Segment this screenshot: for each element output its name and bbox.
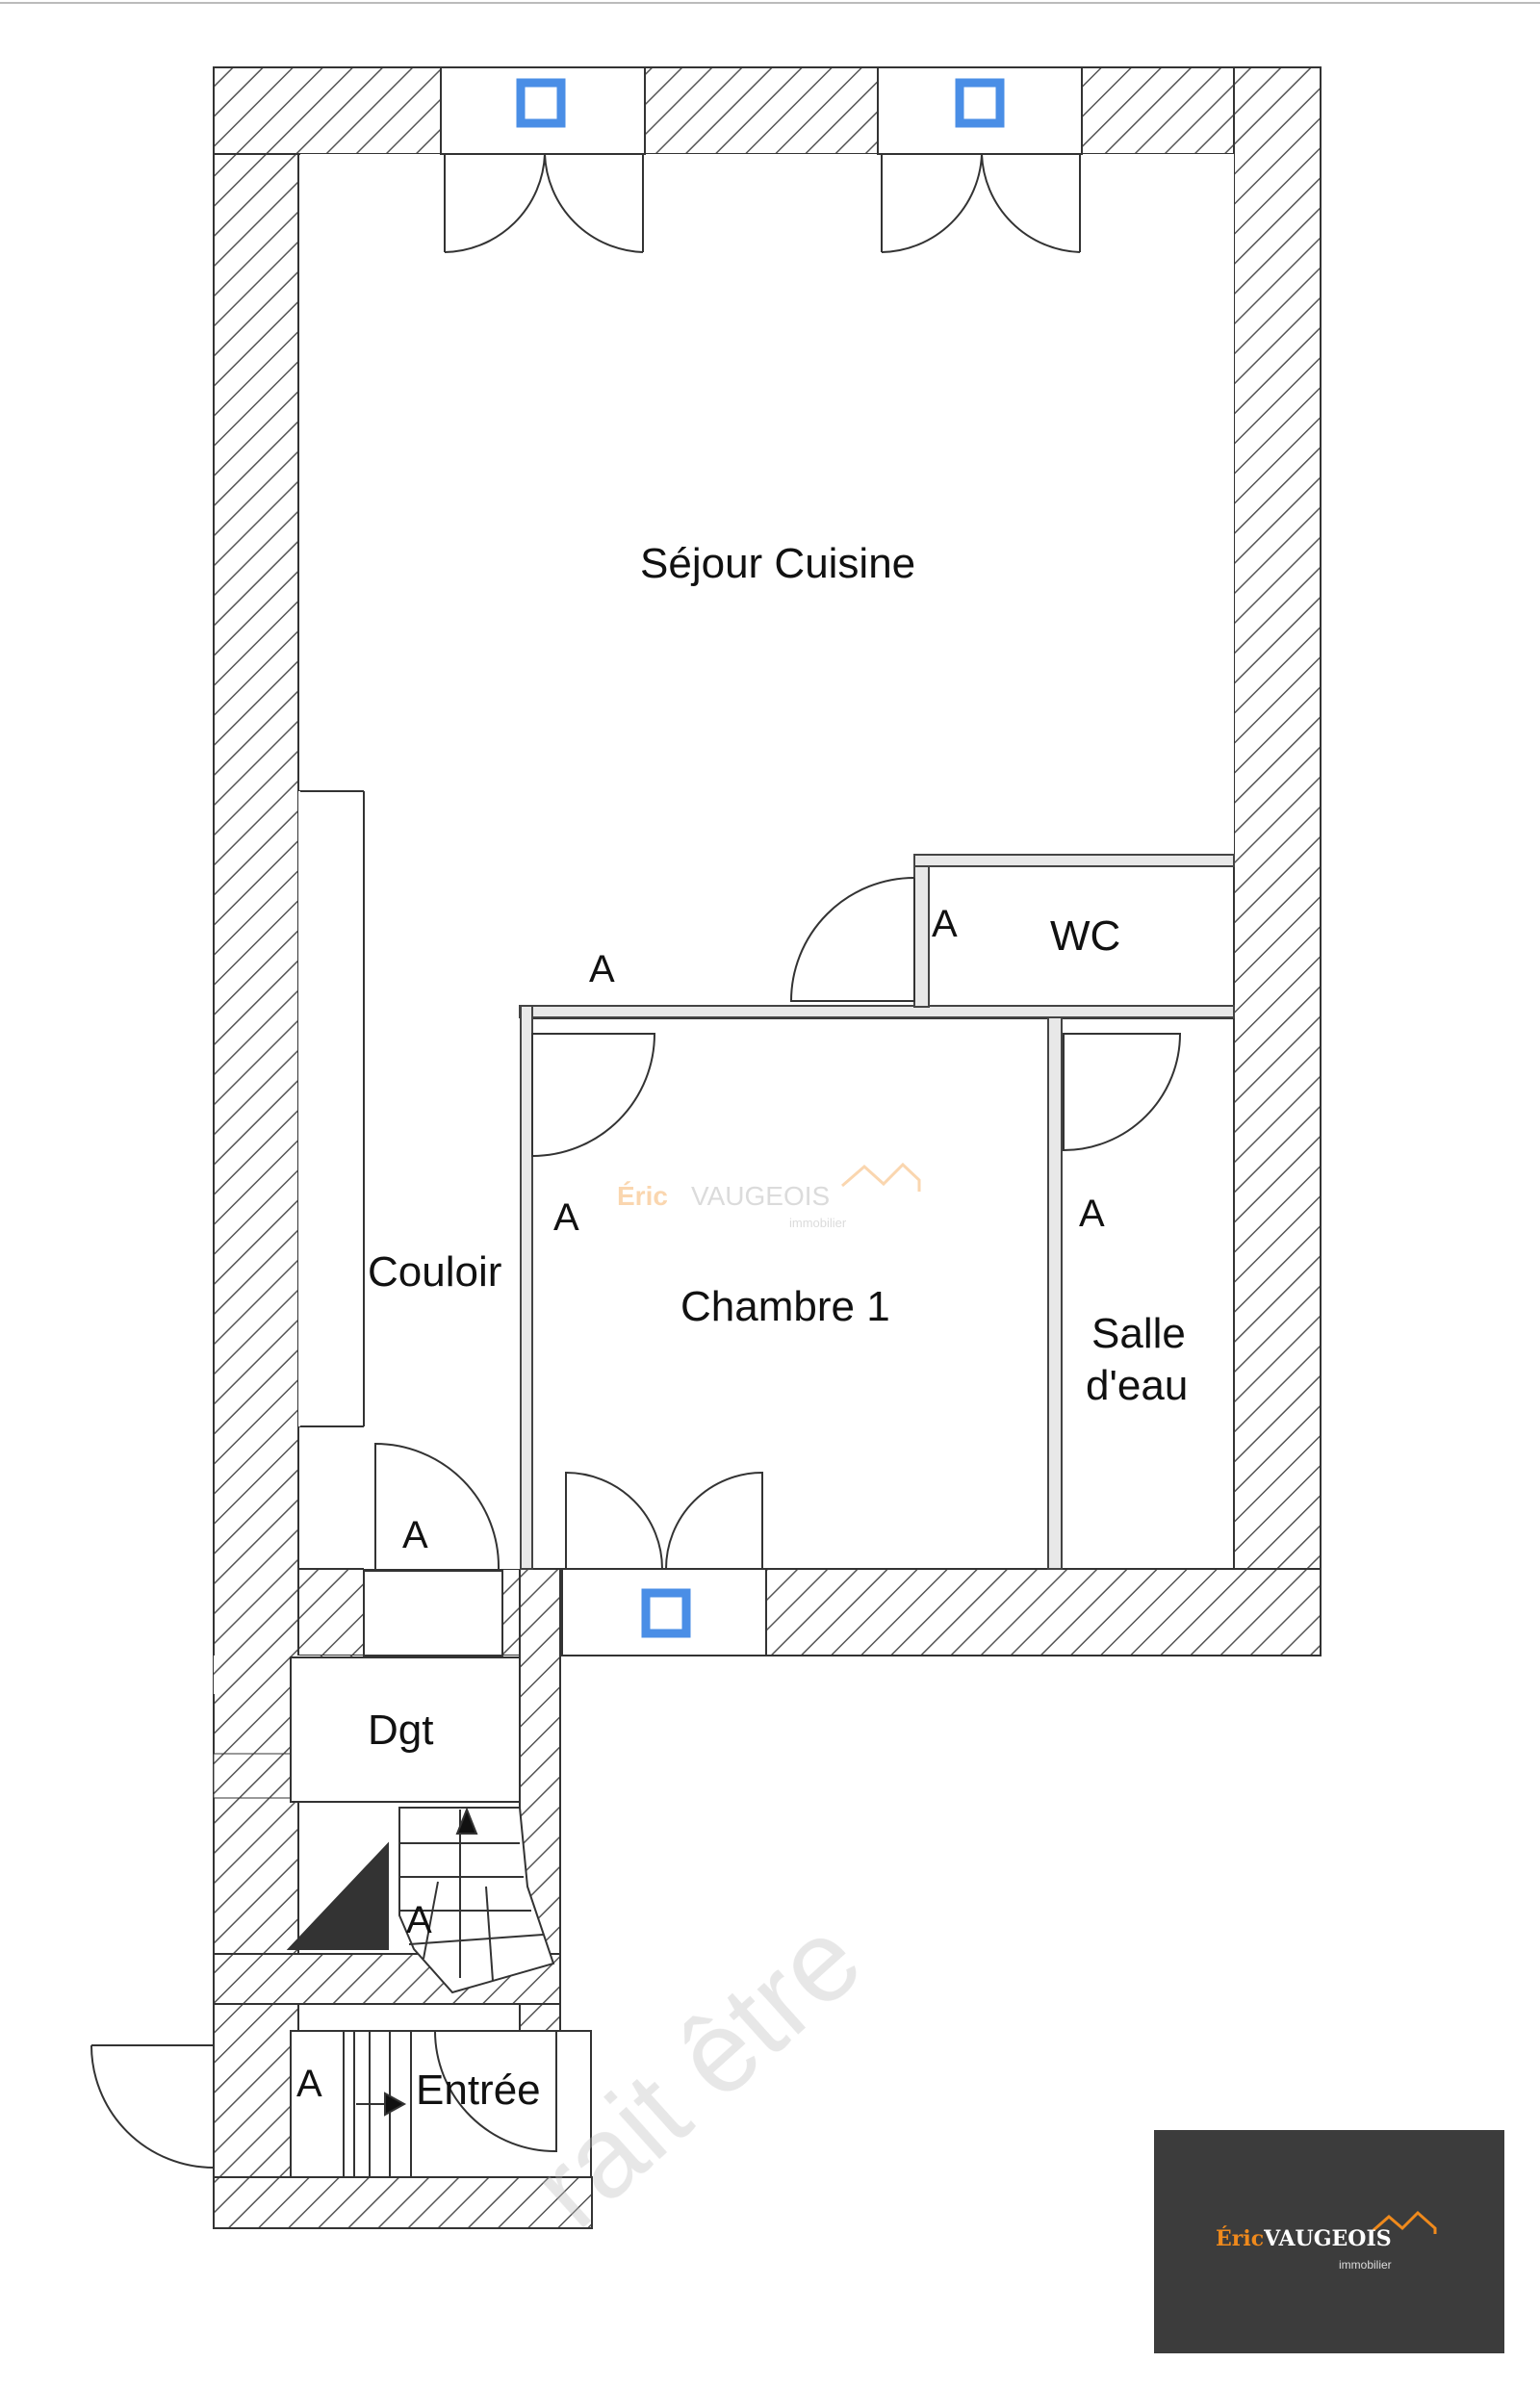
wall-top bbox=[213, 66, 1322, 155]
opening-couloir-dgt bbox=[363, 1570, 503, 1656]
door-arc bbox=[881, 153, 983, 253]
door-arc bbox=[90, 2044, 215, 2169]
wall-chambre-left bbox=[520, 1005, 533, 1570]
door-arc bbox=[544, 153, 644, 253]
logo-brand-first: Éric bbox=[1216, 2226, 1265, 2251]
doors bbox=[90, 153, 1182, 2169]
door-arc bbox=[444, 153, 546, 253]
door-tag: A bbox=[296, 2063, 322, 2105]
door-arc bbox=[665, 1471, 763, 1570]
logo-roof-icon bbox=[1373, 2210, 1437, 2234]
wall-wc-top bbox=[913, 854, 1235, 867]
wall-bottom-entry bbox=[213, 2176, 593, 2229]
door-tag: A bbox=[932, 903, 958, 945]
room-label-sejour: Séjour Cuisine bbox=[640, 540, 915, 587]
window-marker-icon bbox=[955, 78, 1005, 128]
door-arc bbox=[1063, 1033, 1182, 1152]
stair-arrow-up-icon bbox=[455, 1807, 478, 1835]
watermark-roof-icon bbox=[841, 1162, 921, 1192]
door-arc bbox=[789, 877, 915, 1002]
window-marker-icon bbox=[516, 78, 566, 128]
logo-sub: immobilier bbox=[1339, 2258, 1392, 2272]
floor-wc bbox=[928, 865, 1235, 1008]
room-label-salle-line1: Salle bbox=[1091, 1310, 1186, 1357]
walls bbox=[213, 66, 1322, 2229]
door-tag: A bbox=[589, 948, 615, 990]
door-tag: A bbox=[402, 1514, 428, 1556]
floors bbox=[290, 154, 1235, 2178]
door-arc bbox=[531, 1033, 656, 1158]
wall-right bbox=[1233, 66, 1322, 1656]
room-label-dgt: Dgt bbox=[368, 1707, 433, 1754]
wall-chambre-top bbox=[519, 1005, 1235, 1018]
door-tag: A bbox=[1079, 1193, 1105, 1235]
staircase bbox=[286, 1807, 555, 2178]
agency-logo: ÉricVAUGEOIS immobilier bbox=[1154, 2130, 1504, 2353]
door-tag: A bbox=[553, 1196, 579, 1239]
room-labels: Séjour Cuisine WC Chambre 1 Salle d'eau … bbox=[368, 540, 1188, 2114]
stair-triangle-icon bbox=[286, 1841, 389, 1950]
watermark-brand-first: Éric bbox=[617, 1181, 668, 1211]
door-tag: A bbox=[406, 1899, 432, 1941]
room-label-wc: WC bbox=[1050, 912, 1120, 960]
window-bottom bbox=[561, 1568, 767, 1656]
stair-flight bbox=[398, 1807, 555, 1994]
stair-arrow-right-icon bbox=[384, 2092, 407, 2117]
room-label-entree: Entrée bbox=[416, 2067, 541, 2114]
room-label-couloir: Couloir bbox=[368, 1248, 501, 1296]
door-arc bbox=[565, 1471, 663, 1570]
wall-wc-left bbox=[913, 854, 930, 1008]
room-label-chambre1: Chambre 1 bbox=[680, 1283, 890, 1330]
watermark-sub: immobilier bbox=[789, 1216, 847, 1230]
logo-brand-last: VAUGEOIS bbox=[1264, 2226, 1392, 2251]
floor-entree bbox=[290, 2030, 592, 2178]
wall-chambre-right bbox=[1047, 1016, 1063, 1570]
floor-dgt bbox=[290, 1656, 521, 1803]
door-arc bbox=[981, 153, 1081, 253]
door-arc bbox=[434, 2030, 557, 2153]
logo-brand: ÉricVAUGEOIS bbox=[1216, 2226, 1392, 2251]
interior-walls bbox=[300, 790, 1235, 1570]
wall-left bbox=[213, 66, 299, 2229]
door-tags: A A A A A A A bbox=[296, 903, 1105, 2105]
wall-dgt-left bbox=[213, 1753, 292, 1799]
door-arc bbox=[374, 1442, 500, 1570]
floor-salle-eau bbox=[1061, 1017, 1235, 1570]
windows bbox=[363, 66, 1083, 1656]
room-label-salle-line2: d'eau bbox=[1086, 1362, 1188, 1409]
watermark-brand-last: VAUGEOIS bbox=[691, 1181, 830, 1211]
window-marker-icon bbox=[641, 1588, 691, 1638]
